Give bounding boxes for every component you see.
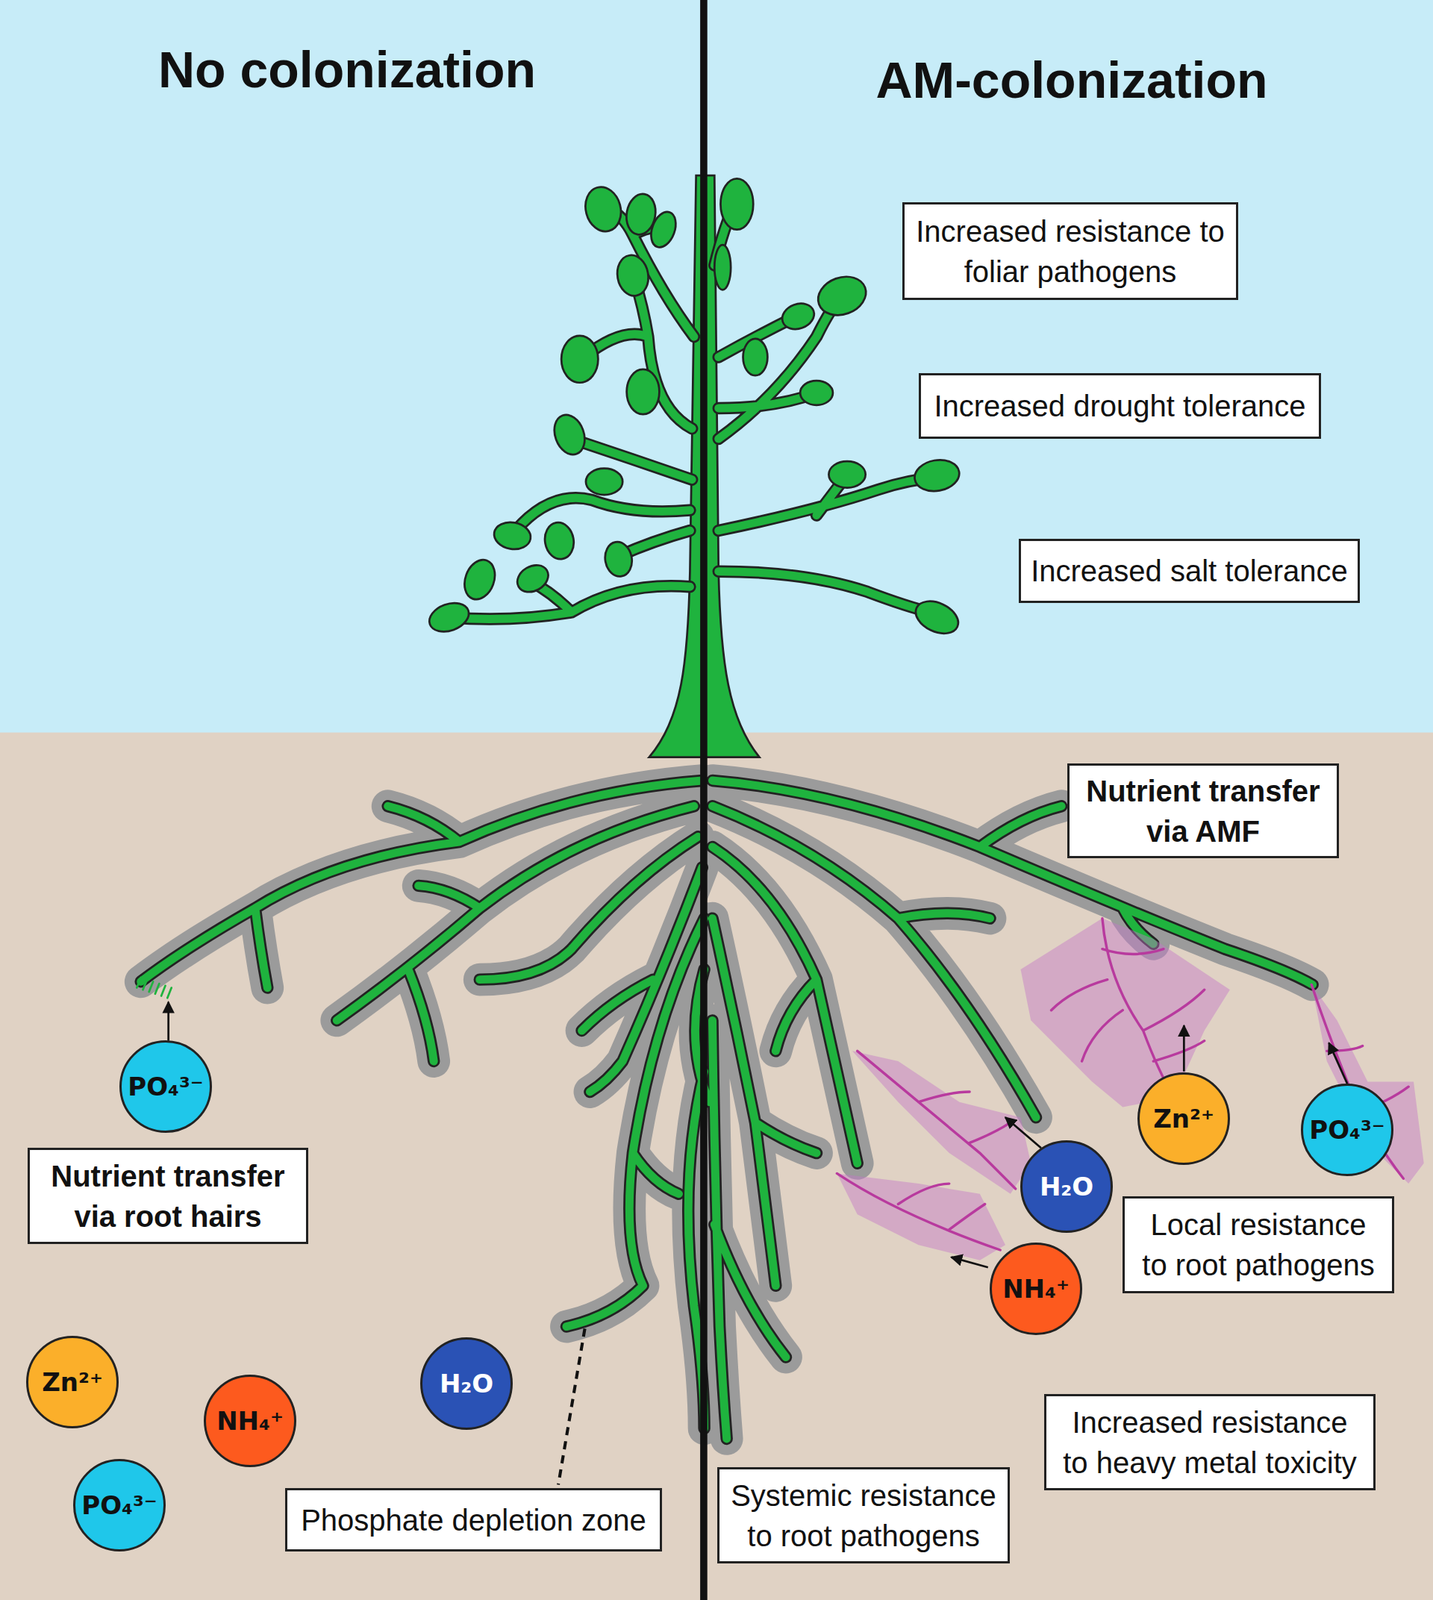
text-group: Nutrient transfer via AMF xyxy=(1076,770,1330,852)
text-group: NH₄⁺ xyxy=(1002,1274,1070,1304)
branch-outline xyxy=(449,203,938,619)
box-text: Increased resistance to heavy metal toxi… xyxy=(1060,1402,1360,1484)
text-group: Increased drought tolerance xyxy=(933,385,1306,427)
ion-label: PO₄³⁻ xyxy=(81,1490,158,1521)
ion-label: PO₄³⁻ xyxy=(1309,1115,1386,1145)
nutrient-circle: H₂O xyxy=(1020,1140,1113,1233)
text-group: NH₄⁺ xyxy=(216,1406,284,1436)
leaf xyxy=(714,244,731,290)
box-text: Nutrient transfer via root hairs xyxy=(37,1156,299,1237)
leaf xyxy=(614,253,652,299)
text-box: Systemic resistance to root pathogens xyxy=(717,1467,1010,1564)
nutrient-circle: H₂O xyxy=(420,1337,513,1431)
nutrient-circle: PO₄³⁻ xyxy=(1300,1083,1394,1177)
leaf xyxy=(778,299,818,334)
leaf xyxy=(541,520,577,562)
leaf xyxy=(561,335,598,383)
soil xyxy=(0,732,1433,1600)
box-text: Increased drought tolerance xyxy=(933,385,1306,427)
root-hairs xyxy=(136,977,171,998)
text-box: Increased drought tolerance xyxy=(918,373,1322,439)
nutrient-circle: NH₄⁺ xyxy=(989,1242,1083,1336)
box-text: Phosphate depletion zone xyxy=(300,1500,647,1541)
text-box: Nutrient transfer via AMF xyxy=(1067,763,1339,859)
branch xyxy=(449,203,938,619)
leaf xyxy=(512,559,554,598)
leaf xyxy=(626,369,660,415)
hyphae-zone xyxy=(836,1173,1006,1260)
text-group: Increased salt tolerance xyxy=(1030,550,1348,592)
leaf xyxy=(425,597,474,637)
uptake-arrow xyxy=(1005,1117,1042,1148)
uptake-arrow xyxy=(167,1002,170,1042)
leader-line xyxy=(558,1328,586,1485)
text-group: Increased resistance to heavy metal toxi… xyxy=(1060,1402,1360,1484)
text-group: PO₄³⁻ xyxy=(127,1071,204,1102)
ion-label: NH₄⁺ xyxy=(1002,1274,1070,1304)
leaf xyxy=(912,456,962,495)
nutrient-circle: PO₄³⁻ xyxy=(73,1459,166,1552)
ion-label: H₂O xyxy=(1039,1171,1094,1202)
section-heading: No colonization xyxy=(11,40,683,99)
box-text: Systemic resistance to root pathogens xyxy=(726,1475,1001,1557)
leaf xyxy=(646,208,680,251)
leaf xyxy=(800,380,833,406)
leaf xyxy=(812,270,872,322)
text-box: Nutrient transfer via root hairs xyxy=(27,1147,309,1245)
box-text: Local resistance to root pathogens xyxy=(1141,1204,1376,1286)
text-box: Increased resistance to foliar pathogens xyxy=(902,202,1239,301)
text-group: Zn²⁺ xyxy=(41,1367,103,1398)
text-box: Increased resistance to heavy metal toxi… xyxy=(1044,1394,1376,1491)
root-outline xyxy=(141,780,1313,1439)
uptake-arrow xyxy=(951,1257,989,1269)
nutrient-circle: NH₄⁺ xyxy=(203,1374,297,1468)
nutrient-circle: PO₄³⁻ xyxy=(119,1040,212,1133)
text-box: Increased salt tolerance xyxy=(1018,538,1360,604)
text-group: Systemic resistance to root pathogens xyxy=(726,1475,1001,1557)
root xyxy=(141,780,1313,1439)
uptake-arrow xyxy=(1329,1042,1348,1084)
box-text: Increased resistance to foliar pathogens xyxy=(912,211,1229,292)
text-group: Nutrient transfer via root hairs xyxy=(37,1156,299,1237)
leaf xyxy=(580,182,626,236)
ion-label: PO₄³⁻ xyxy=(127,1071,204,1102)
box-text: Increased salt tolerance xyxy=(1030,550,1348,592)
text-group: Local resistance to root pathogens xyxy=(1141,1204,1376,1286)
leaf xyxy=(549,410,591,459)
ion-label: H₂O xyxy=(439,1368,494,1399)
box-text: Nutrient transfer via AMF xyxy=(1076,770,1330,852)
text-box: Local resistance to root pathogens xyxy=(1122,1196,1395,1294)
text-group: Phosphate depletion zone xyxy=(300,1500,647,1541)
section-heading: AM-colonization xyxy=(735,50,1408,109)
uptake-arrow xyxy=(1182,1025,1186,1072)
leaf xyxy=(602,539,635,579)
leaf xyxy=(828,461,866,489)
root-halo xyxy=(141,780,1313,1439)
leaf xyxy=(459,555,501,604)
text-group: PO₄³⁻ xyxy=(1309,1115,1386,1145)
nutrient-circle: Zn²⁺ xyxy=(26,1335,119,1429)
divider xyxy=(700,0,708,1600)
text-group: Increased resistance to foliar pathogens xyxy=(912,211,1229,292)
ion-label: NH₄⁺ xyxy=(216,1406,284,1436)
nutrient-circle: Zn²⁺ xyxy=(1137,1072,1230,1166)
ion-label: Zn²⁺ xyxy=(41,1367,103,1398)
text-box: Phosphate depletion zone xyxy=(285,1488,663,1552)
leaf xyxy=(720,178,754,230)
ion-label: Zn²⁺ xyxy=(1153,1103,1215,1134)
text-group: H₂O xyxy=(439,1368,494,1399)
leaf xyxy=(585,468,623,496)
leaf xyxy=(910,594,964,640)
text-group: Zn²⁺ xyxy=(1153,1103,1215,1134)
leaf xyxy=(743,338,768,376)
text-group: H₂O xyxy=(1039,1171,1094,1202)
leaf xyxy=(491,519,533,553)
text-group: PO₄³⁻ xyxy=(81,1490,158,1521)
